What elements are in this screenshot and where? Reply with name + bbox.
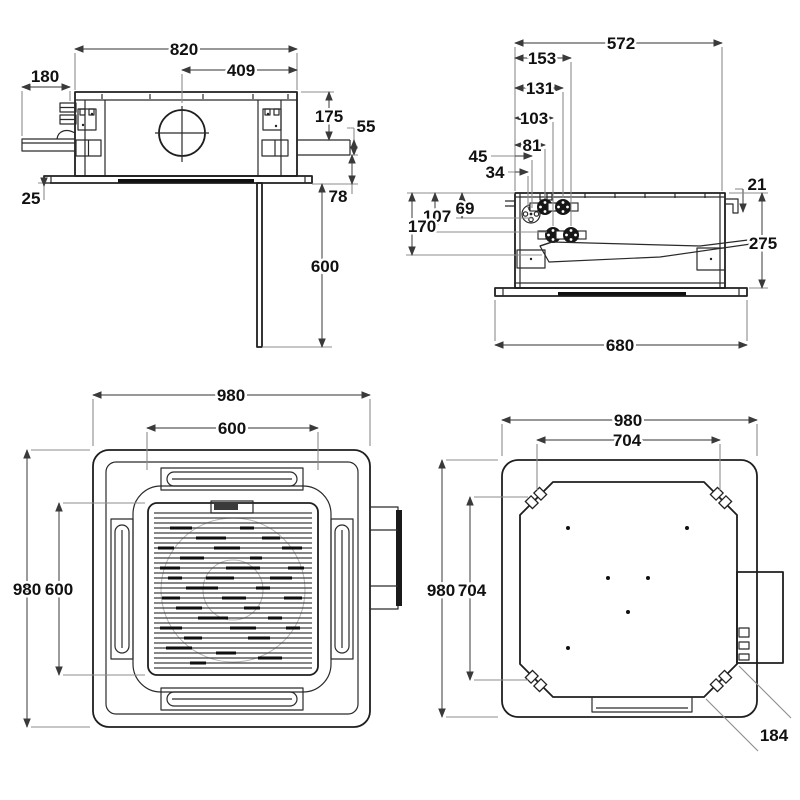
dim-label-572: 572 xyxy=(607,34,635,53)
dim-label-103: 103 xyxy=(520,109,548,128)
louver-left xyxy=(110,518,134,660)
hanger-bracket-right xyxy=(262,108,282,131)
dim-label-980-top: 980 xyxy=(614,411,642,430)
bottom-louver-top-view xyxy=(591,696,693,713)
hanger-bracket-left xyxy=(77,108,97,131)
dim-label-600-wall: 600 xyxy=(311,257,339,276)
dim-label-980-left: 980 xyxy=(427,581,455,600)
louver-bottom xyxy=(160,687,304,711)
dim-label-78: 78 xyxy=(329,187,348,206)
dim-980-left: 980 xyxy=(424,459,498,718)
dim-180: 180 xyxy=(21,65,71,136)
dim-label-680: 680 xyxy=(606,336,634,355)
unit-top-body xyxy=(519,481,738,698)
view-side-a: 820 409 180 175 55 78 xyxy=(19,38,378,348)
screw-holes xyxy=(566,526,689,650)
louver-right xyxy=(330,518,354,660)
dim-label-170: 170 xyxy=(408,217,436,236)
dim-label-107: 107 xyxy=(423,207,451,226)
dim-label-81: 81 xyxy=(523,136,542,155)
duct-knockout xyxy=(155,106,209,162)
panel-inner xyxy=(105,461,359,715)
dim-label-600-left: 600 xyxy=(45,580,73,599)
dim-label-45: 45 xyxy=(469,147,488,166)
terminal-box-right xyxy=(261,139,289,157)
dim-980-top: 980 xyxy=(92,384,371,446)
dim-184-corner: 184 xyxy=(705,665,792,752)
view-panel-bottom: 980 600 980 600 xyxy=(10,384,402,728)
louver-channel xyxy=(132,485,332,693)
dim-label-180: 180 xyxy=(31,67,59,86)
panel-outline xyxy=(501,459,758,718)
dim-600-wall: 600 xyxy=(262,183,342,348)
dim-label-21: 21 xyxy=(748,175,767,194)
ceiling-panel-side xyxy=(494,287,748,297)
dim-25: 25 xyxy=(19,177,50,211)
dim-21: 21 xyxy=(735,173,769,213)
dim-81: 81 xyxy=(514,134,546,198)
duct-flange-side xyxy=(369,506,402,610)
dim-45: 45 xyxy=(466,145,533,208)
unit-body xyxy=(74,91,298,177)
dim-label-175: 175 xyxy=(315,107,343,126)
unit-body xyxy=(505,192,739,289)
dim-170: 170 xyxy=(405,192,542,256)
duct-connection-box xyxy=(736,571,784,664)
dim-55: 55 xyxy=(347,115,378,156)
bracket-box-left xyxy=(516,249,546,269)
dim-820: 820 xyxy=(74,38,298,90)
dim-69: 69 xyxy=(407,192,532,221)
view-top: 980 704 980 704 184 xyxy=(424,409,792,752)
dim-980-top: 980 xyxy=(501,409,758,456)
dim-label-55: 55 xyxy=(357,117,376,136)
dim-label-980-top: 980 xyxy=(217,386,245,405)
dim-78: 78 xyxy=(312,154,358,209)
terminal-box-left xyxy=(75,139,102,157)
dim-600-top: 600 xyxy=(146,417,319,470)
dim-label-275: 275 xyxy=(749,234,777,253)
pipe-valves xyxy=(529,198,587,244)
corner-hangers xyxy=(524,486,733,693)
dim-label-34: 34 xyxy=(486,163,505,182)
dim-409: 409 xyxy=(181,59,298,103)
view-side-b: 572 153 131 103 81 45 xyxy=(405,32,780,358)
brand-badge xyxy=(210,500,254,514)
drain-pipe xyxy=(21,129,76,152)
dim-131: 131 xyxy=(514,77,564,198)
dim-label-980-left: 980 xyxy=(13,580,41,599)
dim-label-25: 25 xyxy=(22,189,41,208)
intake-grille xyxy=(147,500,319,676)
bracket-box-right xyxy=(696,247,726,271)
pipe-stubs-left xyxy=(59,102,77,125)
dim-175: 175 xyxy=(301,91,346,141)
dim-34: 34 xyxy=(483,161,529,208)
dim-980-left: 980 xyxy=(10,449,90,728)
dim-label-409: 409 xyxy=(227,61,255,80)
dim-label-153: 153 xyxy=(528,49,556,68)
louver-top xyxy=(160,467,304,491)
drain-pan xyxy=(539,236,773,263)
dim-label-69: 69 xyxy=(456,199,475,218)
dim-103: 103 xyxy=(514,107,554,226)
refrigerant-outlet-band xyxy=(297,139,351,156)
ceiling-panel-side xyxy=(43,175,313,184)
dim-label-820: 820 xyxy=(170,40,198,59)
dim-153: 153 xyxy=(514,47,572,226)
dim-label-184: 184 xyxy=(760,726,789,745)
dim-107: 107 xyxy=(420,192,547,233)
wall-line xyxy=(256,182,263,348)
dim-704-left: 704 xyxy=(455,496,528,681)
dim-600-left: 600 xyxy=(42,502,145,676)
dim-label-600-top: 600 xyxy=(218,419,246,438)
dim-label-704-top: 704 xyxy=(613,431,642,450)
dim-680: 680 xyxy=(494,300,748,358)
dim-704-top: 704 xyxy=(536,429,721,490)
dim-label-704-left: 704 xyxy=(458,581,487,600)
dim-275: 275 xyxy=(729,192,780,289)
dim-label-131: 131 xyxy=(526,79,554,98)
